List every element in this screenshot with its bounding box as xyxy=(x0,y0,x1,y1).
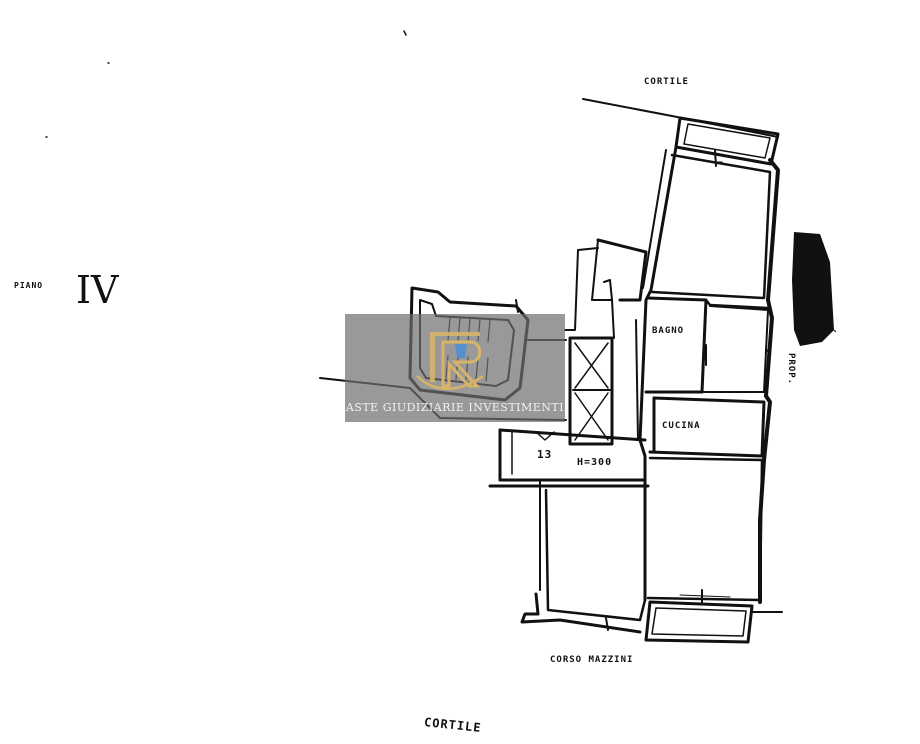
bathroom-label: BAGNO xyxy=(652,326,685,336)
corridor-lower xyxy=(498,428,647,442)
street-label: CORSO MAZZINI xyxy=(550,655,634,665)
courtyard-boundary-top xyxy=(582,98,779,138)
room-bottom xyxy=(646,456,764,602)
neighbor-building-block xyxy=(792,232,834,346)
kitchen-label: CUCINA xyxy=(662,421,701,431)
room-lower-left xyxy=(544,488,647,622)
watermark: ASTE GIUDIZIARIE INVESTIMENTI xyxy=(345,314,565,422)
scan-specks xyxy=(45,30,407,138)
landing-walls xyxy=(596,238,648,302)
room-bagno xyxy=(644,296,708,394)
watermark-logo-icon xyxy=(416,332,484,390)
neighbor-property-label: PROP. xyxy=(786,353,796,386)
ceiling-height-label: H=300 xyxy=(577,457,613,468)
stair-number-label: 13 xyxy=(537,448,553,461)
room-small-east xyxy=(702,305,769,393)
floor-label: PIANO xyxy=(14,281,44,290)
apartment-east-wall xyxy=(758,158,780,604)
watermark-text: ASTE GIUDIZIARIE INVESTIMENTI xyxy=(345,401,565,414)
room-top xyxy=(650,153,772,300)
elevator-shaft xyxy=(568,336,614,446)
room-cucina xyxy=(648,396,766,458)
floor-number: IV xyxy=(76,268,119,312)
courtyard-label-top: CORTILE xyxy=(644,77,689,87)
balcony-bottom xyxy=(644,600,754,644)
